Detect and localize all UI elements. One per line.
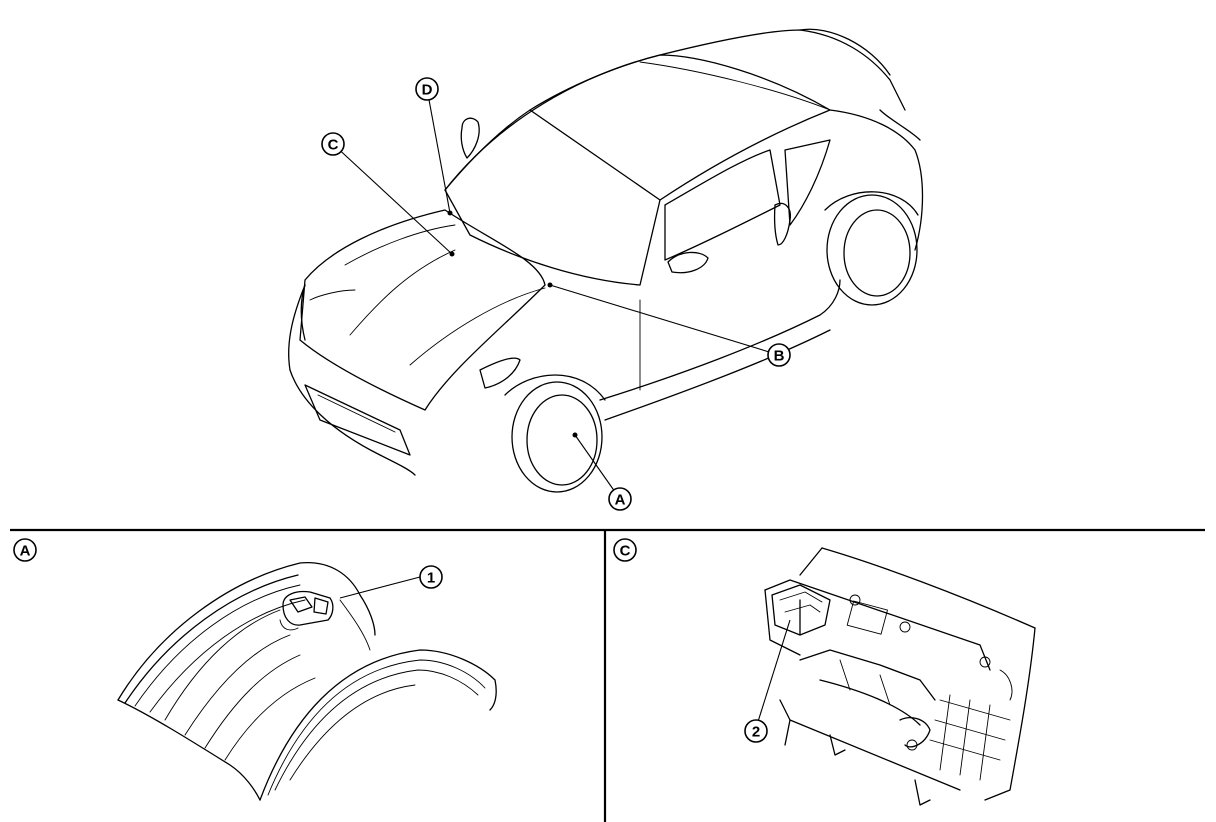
callout-d: D — [415, 77, 439, 101]
svg-text:C: C — [328, 137, 339, 154]
panel-a-label: A — [13, 538, 37, 562]
svg-text:B: B — [774, 348, 785, 365]
callout-1: 1 — [419, 565, 443, 589]
dashboard-assembly-illustration — [764, 547, 1036, 806]
callout-a: A — [608, 487, 632, 511]
wheel-rim-illustration — [117, 561, 497, 801]
panel-c-label: C — [613, 538, 637, 562]
panel-a: A 1 — [13, 538, 497, 801]
svg-text:2: 2 — [752, 724, 760, 741]
callout-b: B — [767, 343, 791, 367]
car-leaders — [332, 88, 780, 500]
svg-text:C: C — [620, 543, 631, 560]
callout-c: C — [321, 132, 345, 156]
car-illustration — [288, 28, 924, 493]
svg-text:D: D — [422, 82, 433, 99]
panel-c: C — [613, 538, 1036, 806]
svg-text:1: 1 — [427, 570, 435, 587]
callout-2: 2 — [744, 719, 768, 743]
svg-text:A: A — [20, 543, 31, 560]
svg-text:A: A — [615, 492, 626, 509]
